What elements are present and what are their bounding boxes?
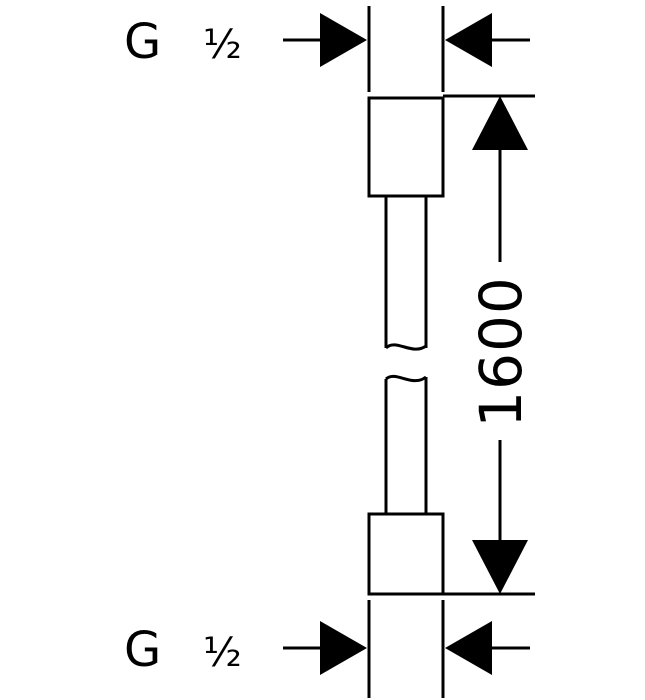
top-thread-letter: G (124, 14, 161, 70)
bottom-arrow-left (445, 621, 492, 675)
hose-body (367, 96, 445, 596)
length-dimension-value: 1600 (467, 276, 535, 428)
bottom-thread-label: G ½ (124, 622, 242, 678)
top-nut (367, 96, 445, 198)
bottom-arrow-right (320, 621, 367, 675)
bottom-width-dimension (283, 600, 530, 698)
top-arrow-right (320, 13, 367, 67)
top-arrow-left (445, 13, 492, 67)
hose-lower-break (384, 374, 427, 383)
top-thread-label: G ½ (124, 14, 242, 70)
length-arrow-up (472, 96, 528, 150)
hose-upper-break (384, 343, 427, 351)
bottom-thread-size: ½ (203, 630, 242, 676)
bottom-thread-letter: G (124, 622, 161, 678)
top-thread-size: ½ (203, 22, 242, 68)
bottom-nut (367, 512, 445, 596)
length-arrow-down (472, 540, 528, 594)
length-dimension: 1600 (443, 94, 535, 596)
top-width-dimension (283, 6, 530, 92)
